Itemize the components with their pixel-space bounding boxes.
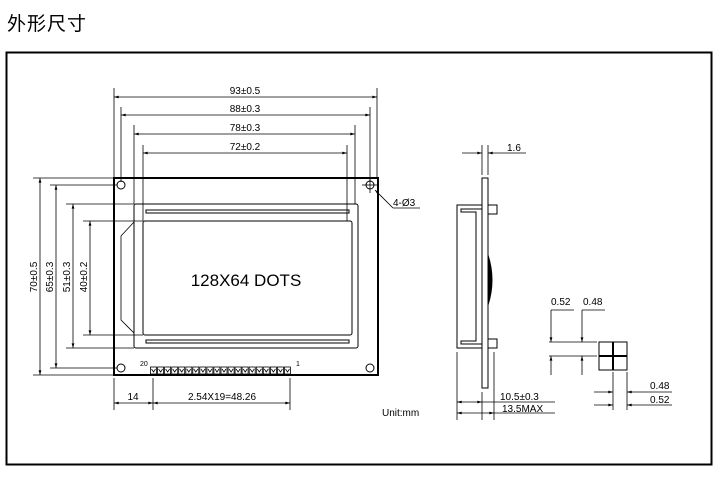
pin-label-20: 20	[140, 361, 148, 368]
dim-hole-spacing-x: 88±0.3	[230, 104, 261, 115]
pin-pad	[283, 366, 291, 375]
unit-label: Unit:mm	[382, 408, 419, 419]
bezel-outline	[133, 203, 359, 349]
pin-pad	[269, 366, 277, 375]
dim-module-thickness: 10.5±0.3	[500, 392, 539, 403]
dim-max-thickness: 13.5MAX	[502, 404, 543, 415]
pin-pad	[220, 366, 228, 375]
pin-pad	[241, 366, 249, 375]
horizontal-dimensions	[113, 88, 378, 221]
vertical-dimensions	[33, 177, 143, 376]
pin-dimensions	[113, 378, 291, 410]
pin-pad	[213, 366, 221, 375]
hole-callout: 4-Ø3	[393, 198, 416, 209]
pin-label-1: 1	[296, 361, 300, 368]
pin-pad	[206, 366, 214, 375]
display-label: 128X64 DOTS	[191, 271, 302, 290]
dim-pin-detail-d: 0.52	[650, 395, 670, 406]
front-view	[113, 177, 379, 376]
pin-pad	[248, 366, 256, 375]
pin-pad	[255, 366, 263, 375]
dim-overall-height: 70±0.5	[29, 261, 40, 292]
page-title: 外形尺寸	[7, 13, 88, 35]
pin-pad	[164, 366, 172, 375]
dim-pin-pitch: 2.54X19=48.26	[188, 392, 257, 403]
mount-hole-icon	[116, 363, 126, 373]
pin-pad	[199, 366, 207, 375]
dim-pin-detail-b: 0.48	[583, 297, 603, 308]
dim-viewing-width: 78±0.3	[230, 123, 261, 134]
dim-active-height: 40±0.2	[79, 261, 90, 292]
dim-overall-width: 93±0.5	[230, 86, 261, 97]
pin-pad	[178, 366, 186, 375]
pin-pad	[262, 366, 270, 375]
dim-pcb-thickness: 1.6	[507, 143, 521, 154]
pin-pad	[192, 366, 200, 375]
dim-pin-detail-c: 0.48	[650, 381, 670, 392]
dim-pin-detail-a: 0.52	[551, 297, 571, 308]
pin-pad	[171, 366, 179, 375]
pin-pad	[185, 366, 193, 375]
side-view	[456, 145, 555, 420]
pin-pad	[157, 366, 165, 375]
active-area	[142, 220, 353, 336]
pin-pad	[150, 366, 157, 375]
dim-hole-spacing-y: 65±0.3	[45, 261, 56, 292]
mount-hole-icon	[365, 363, 375, 373]
pin-pad	[234, 366, 242, 375]
dim-viewing-height: 51±0.3	[62, 261, 73, 292]
dim-active-width: 72±0.2	[230, 142, 261, 153]
pin-pad	[227, 366, 235, 375]
drawing-frame	[5, 51, 713, 466]
pin-pad	[276, 366, 284, 375]
hole-callout-leader	[374, 189, 420, 209]
dim-pin-offset: 14	[127, 392, 139, 403]
pin-detail	[549, 309, 672, 410]
mount-hole-icon	[116, 180, 126, 190]
